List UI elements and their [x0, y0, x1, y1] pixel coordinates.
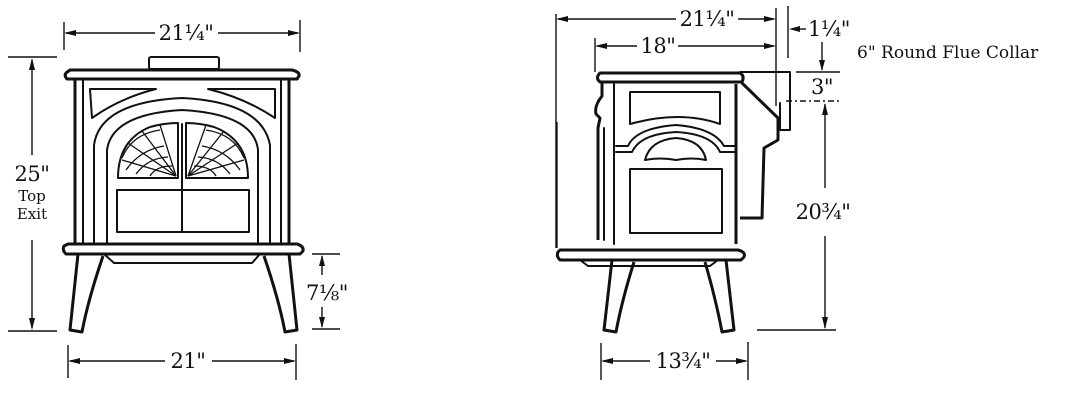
- front-leg-span-label: 21": [171, 349, 206, 373]
- side-leg-span-dimension: 13¾": [600, 342, 749, 380]
- front-height-note-top: Top: [18, 187, 45, 205]
- side-flue-height-label: 20¾": [796, 200, 851, 224]
- front-height-note-exit: Exit: [17, 205, 47, 223]
- side-flue-offset-label: 1¼": [808, 17, 850, 41]
- side-flue-collar-label: 3": [811, 75, 833, 99]
- side-stove-body: [555, 71, 791, 334]
- front-leg-height-label: 7⅛": [306, 281, 348, 305]
- side-leg-span-label: 13¾": [656, 349, 711, 373]
- side-body-depth-label: 18": [641, 34, 676, 58]
- front-height-label: 25": [15, 162, 50, 186]
- front-leg-height-dimension: 7⅛": [306, 253, 348, 330]
- side-flue-offset-dimension: 1¼": [787, 6, 850, 58]
- front-top-width-label: 21¼": [159, 21, 214, 45]
- front-leg-span-dimension: 21": [67, 344, 297, 380]
- front-top-width-dimension: 21¼": [63, 20, 301, 52]
- front-stove-body: [61, 56, 305, 334]
- side-body-depth-dimension: 18": [594, 34, 776, 72]
- side-overall-depth-dimension: 21¼": [555, 7, 777, 248]
- flue-collar-note: 6" Round Flue Collar: [857, 43, 1039, 63]
- side-flue-height-dimension: 20¾": [757, 103, 851, 331]
- front-view: 21¼" 25" Top Exit: [8, 20, 348, 380]
- side-view: 21¼" 18" 1¼" 3" 6" Round Flue Colla: [555, 6, 1039, 380]
- side-flue-collar-dimension: 3": [786, 42, 840, 102]
- side-overall-depth-label: 21¼": [680, 7, 735, 31]
- front-height-dimension: 25" Top Exit: [8, 56, 57, 332]
